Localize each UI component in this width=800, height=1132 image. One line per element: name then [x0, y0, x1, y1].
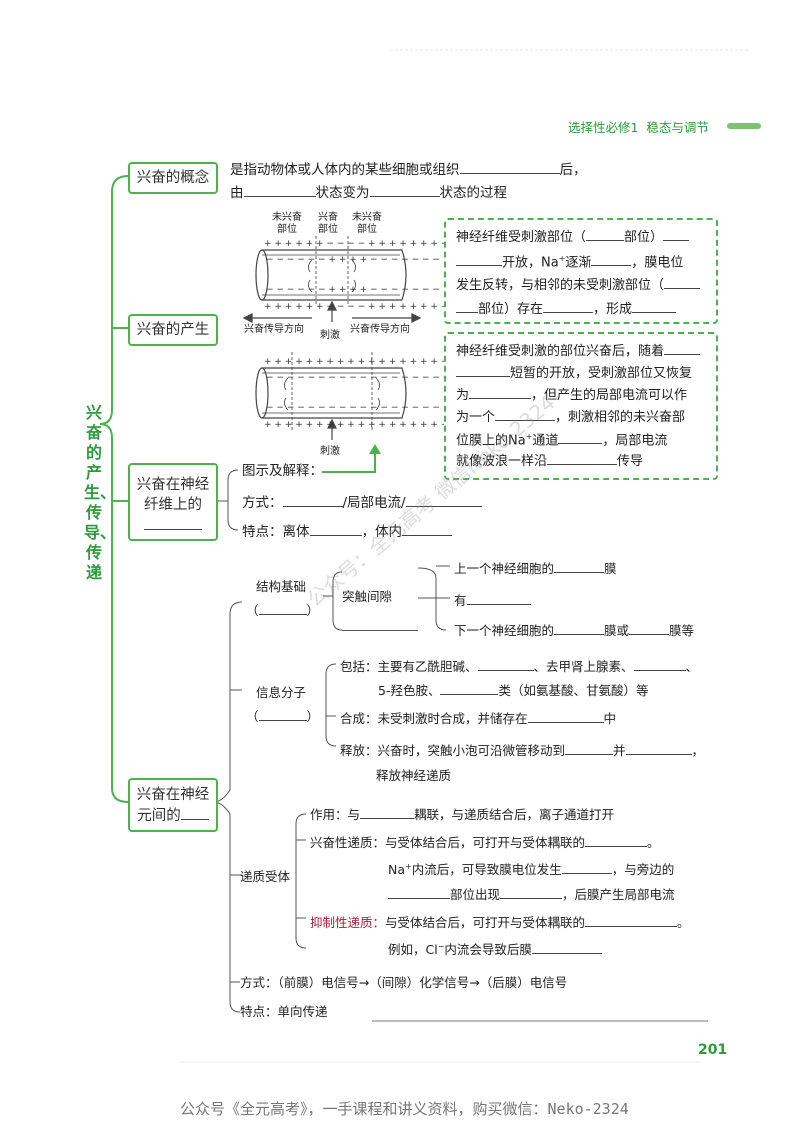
excitatory-line2: Na+内流后，可导致膜电位发生，与旁边的 [388, 858, 674, 878]
node-concept: 兴奋的概念 [128, 162, 218, 194]
concept-line1: 是指动物体或人体内的某些细胞或组织后， [230, 159, 587, 179]
svg-text:− − − − − − − − − − − − − − −: − − − − − − − − − − − − − − − − − [266, 403, 440, 413]
nerve-fiber-diagram-1 [242, 236, 422, 323]
box1-line3: 发生反转，与相邻的未受刺激部位（ [456, 274, 701, 295]
node-produce: 兴奋的产生 [128, 314, 218, 346]
node-fiber-line1: 兴奋在神经 [136, 476, 210, 493]
node-fiber-line2: 纤维上的 [144, 496, 202, 513]
box2-line5: 位膜上的Na+通道，局部电流 [456, 428, 667, 450]
svg-text:+ + + + + + + + + + + + + + +: + + + + + + + + + + + + + + + + + + [264, 357, 448, 367]
label-excited: 兴奋 部位 [318, 212, 338, 235]
membrane-charges: + + + + + + − − − − + + + + + + + + − − … [264, 239, 448, 430]
post-membrane: 下一个神经细胞的膜或膜等 [454, 620, 694, 639]
blank [144, 515, 202, 530]
label-stimulus-1: 刺激 [320, 330, 340, 341]
include-line2: 5-羟色胺、类（如氨基酸、甘氨酸）等 [378, 680, 648, 699]
release-line1: 释放：兴奋时，突触小泡可沿微管移动到并， [340, 740, 704, 759]
label-unexcited-left: 未兴奋 部位 [272, 212, 302, 235]
explain-box-2: 神经纤维受刺激的部位兴奋后，随着 短暂的开放，受刺激部位又恢复 为，但产生的局部… [444, 332, 718, 480]
svg-text:+ + + + + + + + + + + + + + +: + + + + + + + + + + + + + + + + + + [264, 420, 448, 430]
excitatory-line3: 部位出现，后膜产生局部电流 [388, 884, 675, 903]
box2-line3: 为，但产生的局部电流可以作 [456, 384, 687, 405]
signal-molecule-label: 信息分子 [256, 685, 307, 700]
svg-text:+ + + + + + − − − − + + + + +: + + + + + + − − − − + + + + + + + + [264, 302, 448, 312]
node-neuron-line2: 元间的 [137, 805, 209, 826]
node-concept-label: 兴奋的概念 [136, 170, 210, 186]
fiber-method: 方式：/局部电流/ [242, 492, 482, 512]
vertical-title: 兴奋的产生、传导、传递 [84, 403, 117, 582]
svg-text:− − − − − − + + + + − − − − −: − − − − − − + + + + − − − − − − − [266, 285, 440, 295]
blank [342, 630, 418, 631]
header-book: 选择性必修1 稳态与调节 [568, 117, 709, 136]
has-line: 有 [454, 590, 531, 609]
label-stimulus-2: 刺激 [320, 446, 340, 457]
receptor-function: 作用：与耦联，与递质结合后，离子通道打开 [310, 804, 614, 823]
node-neuron-line1: 兴奋在神经 [136, 786, 210, 803]
concept-line2: 由状态变为状态的过程 [230, 182, 507, 202]
box2-line1: 神经纤维受刺激的部位兴奋后，随着 [456, 340, 701, 361]
transmission-mode: 方式：（前膜）电信号→（间隙）化学信号→（后膜）电信号 [240, 975, 568, 990]
box2-line6: 就像波浪一样沿传导 [456, 450, 643, 471]
receptor-label: 递质受体 [240, 869, 291, 884]
footer-note: 公众号《全元高考》，一手课程和讲义资料，购买微信：Neko-2324 [180, 1100, 629, 1118]
release-line2: 释放神经递质 [376, 768, 452, 783]
transmission-trait: 特点：单向传递 [240, 1004, 328, 1019]
pre-membrane: 上一个神经细胞的膜 [454, 558, 617, 577]
inhibitory-line1: 抑制性递质：与受体结合后，可打开与受体耦联的。 [310, 912, 690, 931]
excitatory-line1: 兴奋性递质：与受体结合后，可打开与受体耦联的。 [310, 832, 660, 851]
structure-basis-blank: （） [246, 600, 319, 619]
nerve-fiber-diagram-2 [255, 352, 407, 440]
node-produce-label: 兴奋的产生 [136, 322, 210, 338]
box1-line1: 神经纤维受刺激部位（部位） [456, 226, 690, 247]
fiber-feature: 特点：离体，体内 [242, 521, 452, 541]
svg-text:+ + + + + + − − − − + + + + +: + + + + + + − − − − + + + + + + + + [264, 239, 448, 249]
box2-line4: 为一个，刺激相邻的未兴奋部 [456, 406, 685, 427]
signal-molecule-blank: （） [246, 706, 319, 725]
box1-line4: 部位）存在，形成 [456, 298, 677, 319]
explain-box-1: 神经纤维受刺激部位（部位） 开放，Na+逐渐，膜电位 发生反转，与相邻的未受刺激… [444, 218, 718, 324]
page-number: 201 [698, 1042, 728, 1058]
node-fiber: 兴奋在神经 纤维上的 [128, 463, 218, 541]
fiber-explain: 图示及解释： [242, 463, 323, 479]
box2-line2: 短暂的开放，受刺激部位又恢复 [456, 362, 692, 383]
include-line1: 包括：主要有乙酰胆碱、、去甲肾上腺素、、 [340, 656, 698, 675]
label-unexcited-right: 未兴奋 部位 [352, 212, 382, 235]
label-direction-right: 兴奋传导方向 [350, 324, 410, 335]
box1-line2: 开放，Na+逐渐，膜电位 [456, 250, 683, 272]
svg-text:− − − − − − + + + + − − − − −: − − − − − − + + + + − − − − − − − [266, 255, 440, 265]
book-title: 选择性必修1 [568, 120, 639, 135]
structure-basis-label: 结构基础 [256, 579, 307, 594]
node-neuron: 兴奋在神经 元间的 [128, 778, 218, 832]
inhibitory-line2: 例如，Cl−内流会导致后膜 [388, 938, 602, 958]
svg-text:− − − − − − − − − − − − − − −: − − − − − − − − − − − − − − − − − [266, 373, 440, 383]
synaptic-cleft: 突触间隙 [342, 589, 393, 604]
synthesis-line: 合成：未受刺激时合成，并储存在中 [340, 708, 616, 727]
chapter-title: 稳态与调节 [646, 120, 709, 135]
label-direction-left: 兴奋传导方向 [244, 324, 304, 335]
